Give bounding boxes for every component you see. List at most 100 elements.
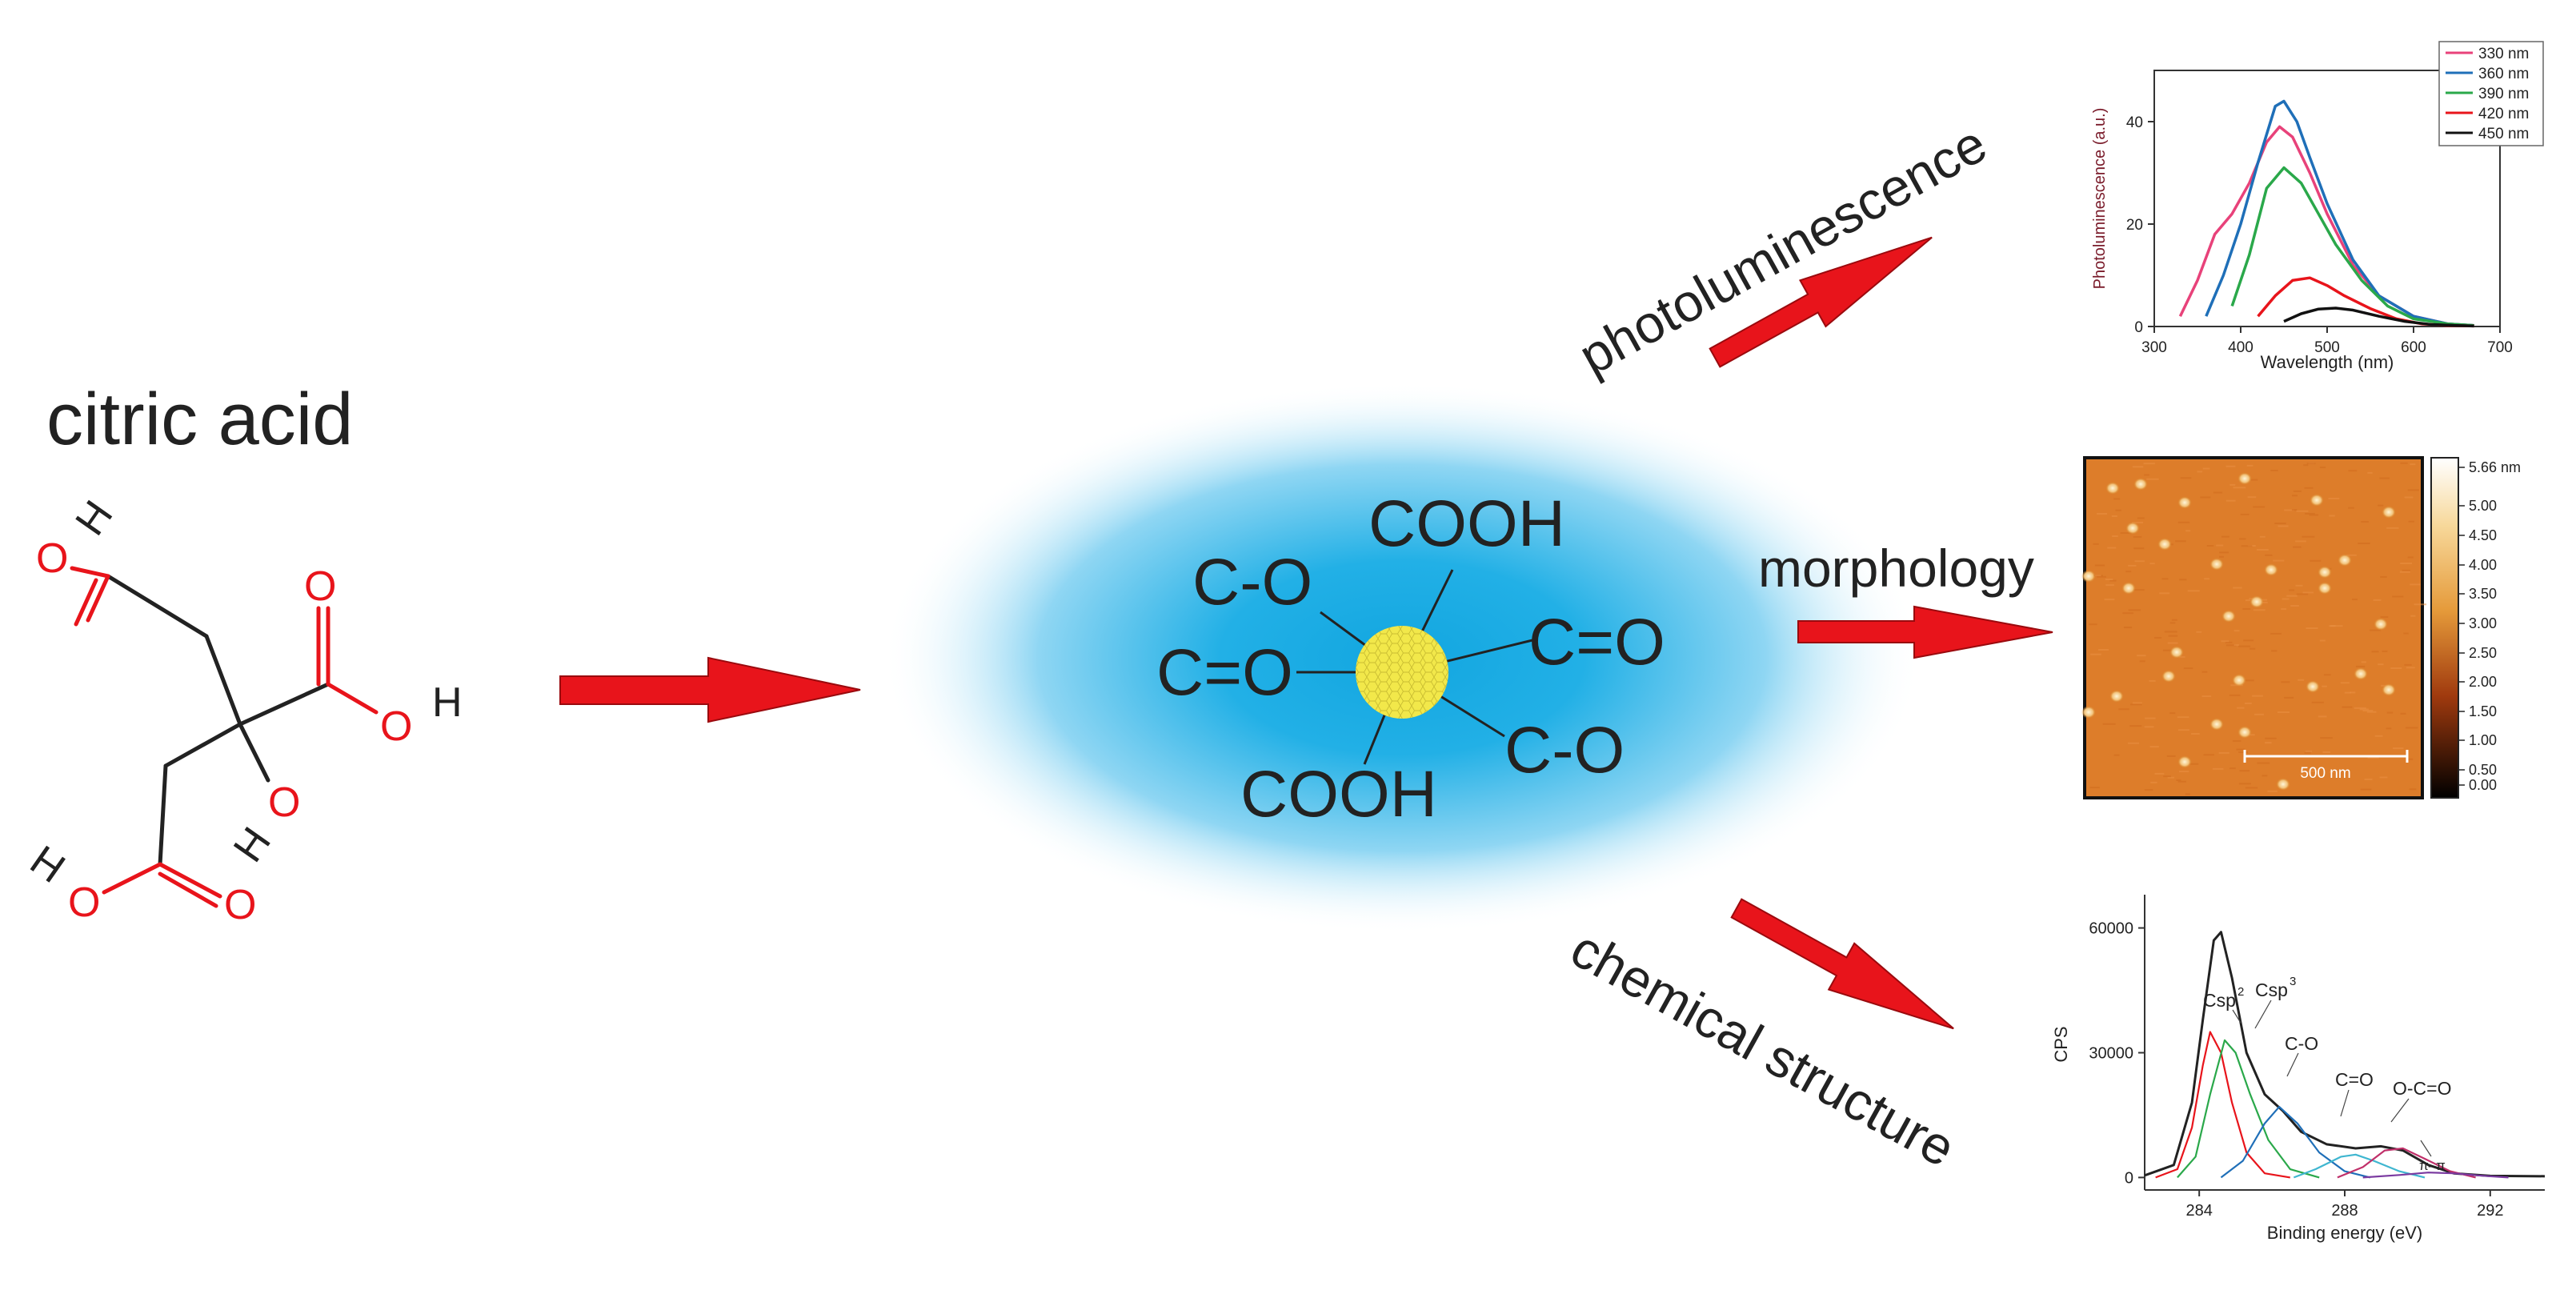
afm-particle xyxy=(2081,570,2096,583)
pl-x-axis-title: Wavelength (nm) xyxy=(2261,352,2394,372)
afm-texture xyxy=(2094,564,2105,567)
afm-texture xyxy=(2250,479,2258,481)
afm-texture xyxy=(2348,470,2358,472)
afm-texture xyxy=(2262,601,2268,603)
afm-texture xyxy=(2144,474,2149,476)
pl-y-tick-label: 0 xyxy=(2134,319,2143,336)
afm-texture xyxy=(2392,595,2404,598)
afm-texture xyxy=(2175,540,2186,543)
pl-series-line xyxy=(2283,306,2474,328)
afm-texture xyxy=(2112,535,2118,538)
afm-texture xyxy=(2196,631,2202,633)
afm-texture xyxy=(2097,575,2106,578)
afm-particle xyxy=(2374,618,2388,631)
afm-texture xyxy=(2249,647,2256,650)
afm-texture xyxy=(2408,520,2414,523)
xps-y-axis-title: CPS xyxy=(2051,1026,2071,1062)
afm-texture xyxy=(2404,496,2414,499)
afm-texture xyxy=(2111,515,2117,518)
afm-texture xyxy=(2212,767,2224,770)
afm-texture xyxy=(2291,509,2298,511)
afm-particle xyxy=(2264,563,2278,576)
afm-texture xyxy=(2169,712,2176,715)
afm-texture xyxy=(2245,702,2252,704)
afm-texture xyxy=(2295,584,2303,587)
afm-texture xyxy=(2257,548,2269,551)
group-c-double-o-right: C=O xyxy=(1528,606,1665,679)
pl-x-tick-label: 600 xyxy=(2401,339,2426,356)
afm-texture xyxy=(2402,569,2411,571)
afm-texture xyxy=(2380,575,2387,578)
atom-h-1: H xyxy=(66,492,122,543)
annotation-o-c-double-o: O-C=O xyxy=(2393,1078,2451,1099)
afm-texture xyxy=(2144,789,2153,791)
afm-particle xyxy=(2081,706,2096,719)
afm-texture xyxy=(2360,788,2372,791)
afm-texture xyxy=(2123,627,2133,629)
afm-texture xyxy=(2125,571,2132,573)
afm-texture xyxy=(2162,649,2173,651)
pl-legend-label: 330 nm xyxy=(2478,46,2529,62)
afm-texture xyxy=(2374,735,2383,737)
afm-texture xyxy=(2246,464,2253,467)
afm-texture xyxy=(2218,751,2229,754)
afm-texture xyxy=(2386,527,2399,529)
afm-texture xyxy=(2293,546,2302,548)
afm-texture xyxy=(2252,695,2263,697)
afm-texture xyxy=(2189,763,2199,765)
afm-texture xyxy=(2133,589,2145,591)
atom-o-5: O xyxy=(68,879,100,926)
afm-texture xyxy=(2238,645,2251,647)
afm-texture xyxy=(2132,466,2144,468)
afm-texture xyxy=(2107,547,2117,549)
annotation-csp2-sup: 2 xyxy=(2237,985,2244,999)
afm-texture xyxy=(2271,650,2278,652)
afm-texture xyxy=(2247,496,2257,499)
afm-texture xyxy=(2302,535,2315,538)
afm-texture xyxy=(2346,554,2357,556)
afm-texture xyxy=(2137,655,2146,657)
colorbar-tick-label: 3.50 xyxy=(2469,586,2497,602)
chemical-structure-label: chemical structure xyxy=(1561,919,1965,1178)
afm-particle xyxy=(2109,690,2124,703)
colorbar-tick-label: 3.00 xyxy=(2469,615,2497,631)
afm-texture xyxy=(2361,661,2366,663)
atom-h-4: H xyxy=(22,837,73,892)
afm-texture xyxy=(2239,538,2246,540)
afm-texture xyxy=(2344,691,2351,694)
afm-texture xyxy=(2206,545,2214,547)
xps-annotations: Csp 2 Csp 3 C-O C=O O-C=O π–π xyxy=(2203,975,2451,1173)
afm-texture xyxy=(2161,578,2169,580)
afm-texture xyxy=(2400,562,2413,564)
afm-colorbar xyxy=(2430,457,2459,799)
afm-texture xyxy=(2262,775,2268,777)
afm-texture xyxy=(2399,571,2410,573)
afm-texture xyxy=(2127,742,2140,744)
photoluminescence-label: photoluminescence xyxy=(1569,114,1996,386)
afm-texture xyxy=(2229,767,2236,770)
afm-particle xyxy=(2276,778,2290,791)
afm-texture xyxy=(2133,547,2145,550)
afm-texture xyxy=(2144,726,2154,728)
afm-texture xyxy=(2355,665,2366,667)
afm-texture xyxy=(2409,788,2417,791)
afm-texture xyxy=(2277,711,2290,714)
afm-texture xyxy=(2122,612,2133,615)
afm-texture xyxy=(2137,517,2145,519)
afm-texture xyxy=(2305,512,2315,515)
xps-x-tick-label: 292 xyxy=(2477,1202,2503,1220)
afm-texture xyxy=(2202,467,2210,470)
atom-o-2: O xyxy=(304,563,336,610)
pl-y-tick-label: 20 xyxy=(2126,217,2143,234)
afm-particle xyxy=(2354,667,2368,680)
afm-texture xyxy=(2364,778,2373,780)
group-cooh-bottom: COOH xyxy=(1240,758,1437,831)
afm-texture xyxy=(2093,543,2099,545)
annotation-c-double-o: C=O xyxy=(2335,1069,2374,1090)
afm-texture xyxy=(2183,667,2193,670)
afm-texture xyxy=(2407,489,2419,491)
afm-texture xyxy=(2242,607,2251,610)
afm-texture xyxy=(2134,560,2145,563)
afm-texture xyxy=(2120,532,2132,535)
